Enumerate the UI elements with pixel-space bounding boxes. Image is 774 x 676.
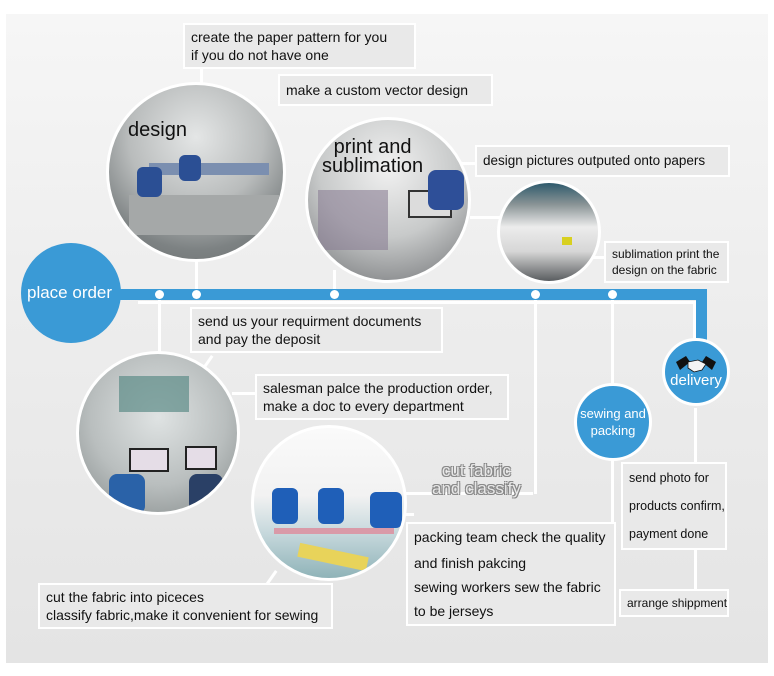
design-photo — [106, 82, 286, 262]
label-line: if you do not have one — [191, 47, 329, 63]
label-line: salesman palce the production order, — [263, 380, 493, 396]
label-line: design pictures outputed onto papers — [483, 153, 706, 168]
connector-line — [404, 513, 414, 516]
label-line: payment done — [629, 527, 709, 541]
connector-line — [232, 392, 262, 395]
print-sublimation-title: print and sublimation — [322, 136, 424, 177]
label-line: design on the fabric — [612, 263, 717, 277]
outputed-papers-label: design pictures outputed onto papers — [475, 145, 730, 177]
cut-title-line1: cut fabric — [441, 461, 511, 480]
sales-office-photo — [76, 351, 240, 515]
timeline-node — [608, 290, 617, 299]
print-sublimation-photo — [305, 117, 471, 283]
printer-closeup-photo — [497, 180, 601, 284]
connector-line — [333, 270, 336, 295]
connector-line — [158, 294, 161, 354]
connector-line — [403, 492, 533, 495]
handshake-icon — [676, 355, 716, 372]
timeline-bar — [110, 289, 707, 300]
connector-line — [693, 301, 696, 351]
place-order-label: place order — [27, 283, 113, 302]
cutting-photo — [251, 425, 407, 581]
label-line: classify fabric,make it convenient for s… — [46, 607, 319, 623]
send-photo-label: send photo for products confirm, payment… — [621, 462, 727, 550]
label-line: sewing workers sew the fabric — [414, 579, 601, 595]
connector-line — [611, 294, 614, 390]
design-title: design — [128, 119, 187, 141]
label-line: and finish pakcing — [414, 555, 527, 571]
print-title-line2: sublimation — [322, 155, 424, 177]
packing-sewing-label: packing team check the quality and finis… — [406, 522, 616, 626]
timeline-node — [330, 290, 339, 299]
label-line: send photo for — [629, 471, 709, 485]
label-line: cut the fabric into piceces — [46, 589, 204, 605]
vector-design-label: make a custom vector design — [278, 74, 493, 106]
requirement-docs-label: send us your requirment documents and pa… — [190, 307, 443, 353]
shipment-label: arrange shippment — [619, 589, 729, 617]
label-line: create the paper pattern for you — [191, 29, 388, 45]
delivery-label: delivery — [670, 371, 722, 389]
delivery-node: delivery — [662, 338, 730, 406]
label-line: sublimation print the — [612, 247, 720, 261]
label-line: and pay the deposit — [198, 331, 321, 347]
sewing-title-line1: sewing and — [580, 406, 646, 421]
connector-line — [138, 301, 693, 304]
connector-line — [590, 256, 610, 259]
sublimation-fabric-label: sublimation print the design on the fabr… — [604, 241, 729, 283]
label-line: make a doc to every department — [263, 398, 464, 414]
timeline-bar-drop — [696, 289, 707, 354]
salesman-label: salesman palce the production order, mak… — [255, 374, 509, 420]
connector-line — [611, 455, 614, 555]
sewing-packing-node: sewing and packing — [574, 383, 652, 461]
connector-line — [534, 294, 537, 494]
print-title-line1: print and — [333, 136, 412, 158]
cut-classify-title: cut fabric and classify — [432, 462, 521, 498]
paper-pattern-label: create the paper pattern for you if you … — [183, 23, 416, 69]
label-line: to be jerseys — [414, 603, 494, 619]
label-line: packing team check the quality — [414, 529, 606, 545]
place-order-node: place order — [21, 243, 121, 343]
label-line: arrange shippment — [627, 596, 728, 610]
timeline-node — [531, 290, 540, 299]
cut-pieces-label: cut the fabric into piceces classify fab… — [38, 583, 333, 629]
label-line: make a custom vector design — [286, 82, 469, 98]
sewing-title-line2: packing — [590, 423, 636, 438]
connector-line — [470, 216, 510, 219]
timeline-node — [155, 290, 164, 299]
cut-title-line2: and classify — [432, 479, 521, 498]
connector-line — [200, 60, 203, 90]
connector-line — [195, 240, 198, 295]
label-line: products confirm, — [629, 499, 725, 513]
label-line: send us your requirment documents — [198, 313, 422, 329]
timeline-node — [192, 290, 201, 299]
